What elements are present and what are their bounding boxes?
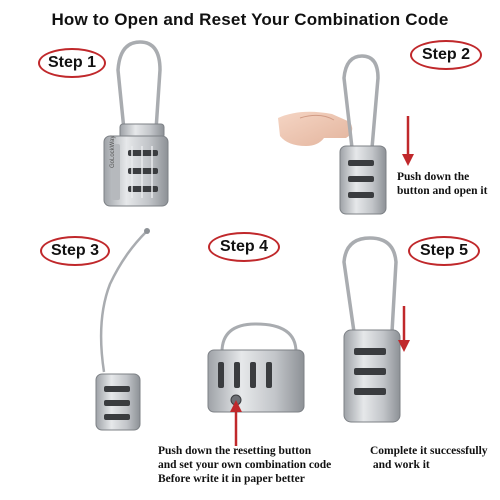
- caption-line: and work it: [370, 459, 430, 471]
- step-4-lock: [207, 322, 305, 413]
- step-3-lock: [95, 228, 150, 431]
- step-1-lock: [103, 40, 169, 207]
- step-2-lock: [339, 54, 387, 215]
- step-2-hand: [278, 111, 353, 146]
- step-1-badge: Step 1: [38, 48, 106, 78]
- caption-line: and set your own combination code: [158, 459, 332, 471]
- page-title: How to Open and Reset Your Combination C…: [51, 10, 449, 29]
- step-2-caption: Push down the button and open it: [397, 170, 487, 198]
- step-4-arrow-icon: [230, 400, 242, 446]
- step-2-badge: Step 2: [410, 40, 482, 70]
- caption-line: Push down the: [397, 171, 470, 183]
- step-4-badge: Step 4: [208, 232, 280, 262]
- step-5-arrow-icon: [398, 306, 410, 352]
- step-3-badge: Step 3: [40, 236, 110, 266]
- step-5-badge: Step 5: [408, 236, 480, 266]
- caption-line: button and open it: [397, 185, 488, 197]
- caption-line: Complete it successfully: [370, 445, 488, 457]
- caption-line: Before write it in paper better: [158, 473, 305, 485]
- step-4-caption: Push down the resetting button and set y…: [158, 444, 331, 486]
- step-5-caption: Complete it successfully and work it: [370, 444, 488, 472]
- step-5-lock: [342, 236, 401, 423]
- brand-text: GoLockWay: [110, 136, 116, 168]
- caption-line: Push down the resetting button: [158, 445, 312, 457]
- step-2-arrow-icon: [402, 116, 414, 166]
